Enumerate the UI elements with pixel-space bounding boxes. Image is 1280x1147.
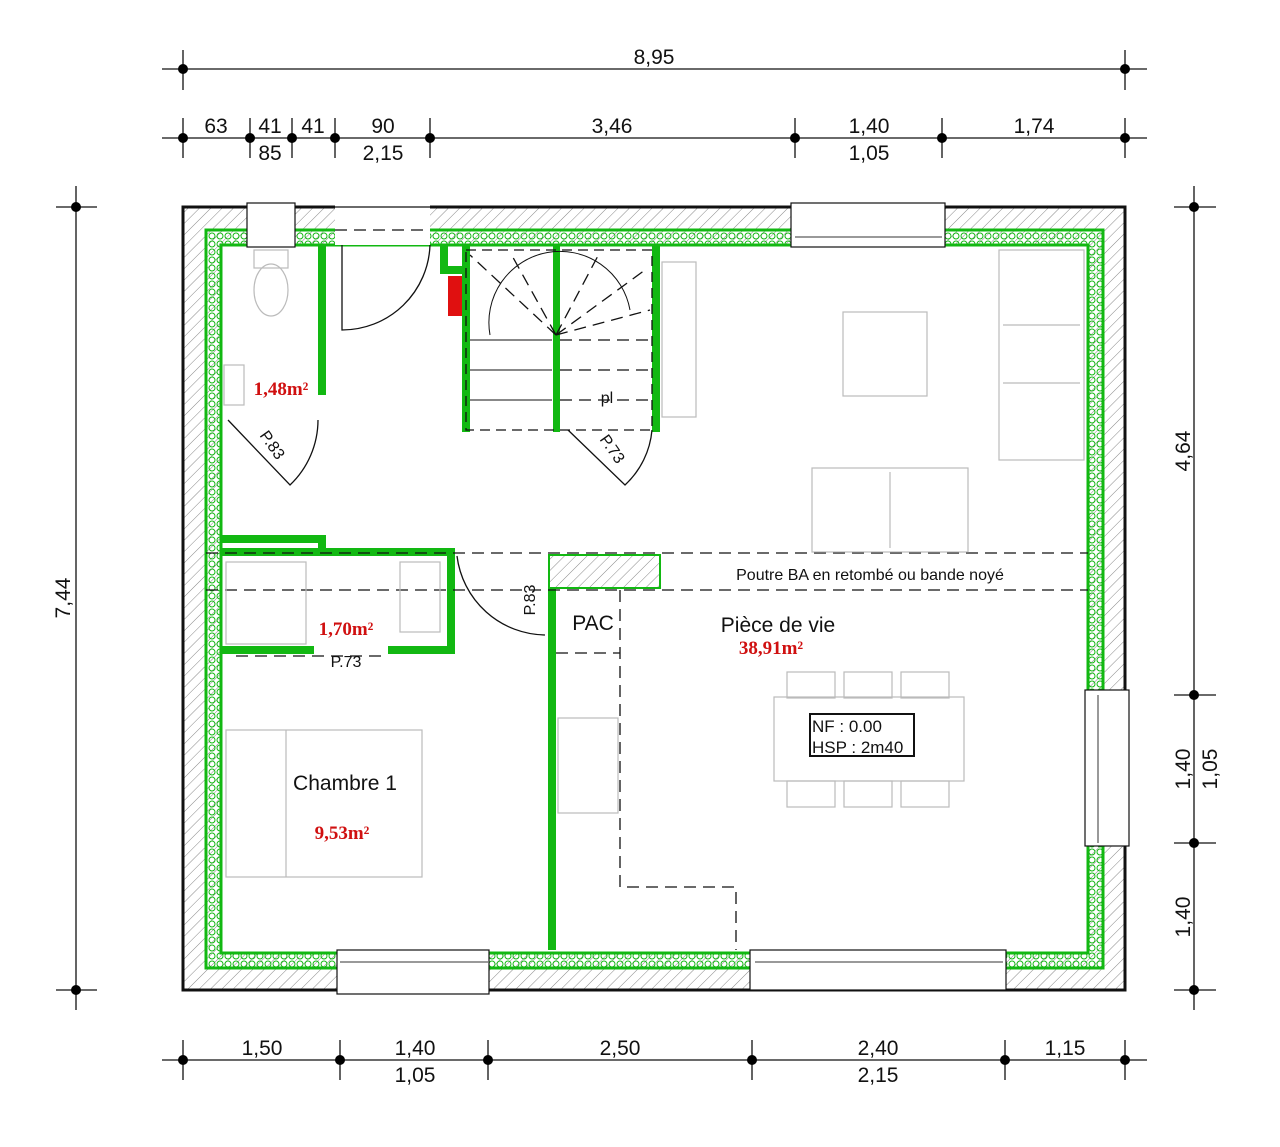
dim-label: 90: [371, 115, 394, 138]
furniture: [223, 249, 1085, 878]
window-right: [1084, 689, 1130, 847]
bed: [225, 729, 423, 878]
window-chambre: [336, 949, 490, 995]
dim-label: 1,40: [849, 115, 890, 138]
chambre-area: 9,53m²: [315, 823, 370, 844]
room-labels: 1,48m² 1,70m² Chambre 1 9,53m² Pièce de …: [254, 379, 836, 844]
beam-label: Poutre BA en retombé ou bande noyé: [736, 567, 1004, 584]
toilet: [253, 249, 289, 269]
bath-area: 1,70m²: [319, 619, 374, 640]
window-wc: [246, 202, 296, 248]
dim-label: 85: [258, 142, 281, 165]
living-area: 38,91m²: [739, 638, 804, 659]
dim-label: 1,40: [1172, 749, 1195, 790]
window-top: [790, 202, 946, 248]
beam-section: [548, 554, 661, 589]
beam: Poutre BA en retombé ou bande noyé: [206, 552, 1088, 591]
dim-label: 1,15: [1045, 1037, 1086, 1060]
dim-label: 1,40: [1172, 897, 1195, 938]
dim-label: 1,74: [1014, 115, 1055, 138]
heater: [448, 276, 462, 316]
level-box: NF : 0.00 HSP : 2m40: [809, 713, 915, 757]
sofa-right: [998, 249, 1085, 461]
shower: [225, 561, 307, 645]
dim-label: 3,46: [592, 115, 633, 138]
dim-label: 2,15: [858, 1064, 899, 1087]
chambre-label: Chambre 1: [293, 772, 397, 795]
dim-total-height: 7,44: [52, 577, 75, 618]
pac-label: PAC: [572, 612, 614, 635]
bay-window: [749, 949, 1007, 991]
dim-label: 1,05: [1199, 749, 1222, 790]
dim-label: 2,50: [600, 1037, 641, 1060]
staircase: pl: [465, 249, 653, 431]
sink: [223, 364, 245, 406]
wc-area: 1,48m²: [254, 379, 309, 400]
dim-label: 41: [258, 115, 281, 138]
dim-label: 1,05: [395, 1064, 436, 1087]
door-label: P.83: [522, 584, 539, 615]
entrance-opening: [335, 205, 430, 245]
dim-label: 1,05: [849, 142, 890, 165]
pac-zone: PAC: [556, 590, 737, 950]
dim-label: 4,64: [1172, 430, 1195, 471]
bottom-dimensions: 1,50 1,40 2,50 2,40 1,15 1,05 2,15: [162, 1037, 1147, 1087]
dim-total-width: 8,95: [634, 46, 675, 69]
sofa: [811, 467, 969, 553]
door-label: P.73: [331, 654, 362, 671]
left-dimension: 7,44: [52, 186, 97, 1010]
dim-label: 2,15: [363, 142, 404, 165]
top-dimensions: 8,95 63 41 41 90 3,46 1,40 1,74 85 2,15 …: [162, 46, 1147, 165]
hsp-label: HSP : 2m40: [812, 738, 903, 757]
right-dimensions: 4,64 1,40 1,05 1,40: [1172, 186, 1222, 1010]
dim-label: 63: [204, 115, 227, 138]
dim-label: 1,40: [395, 1037, 436, 1060]
living-label: Pièce de vie: [721, 614, 835, 637]
cabinet: [661, 261, 697, 418]
washing-machine: [557, 717, 619, 814]
dim-label: 1,50: [242, 1037, 283, 1060]
washbasin: [399, 561, 441, 633]
stair-label: pl: [601, 390, 613, 407]
dim-label: 2,40: [858, 1037, 899, 1060]
coffee-table: [842, 311, 928, 397]
dim-label: 41: [301, 115, 324, 138]
nf-label: NF : 0.00: [812, 717, 882, 736]
